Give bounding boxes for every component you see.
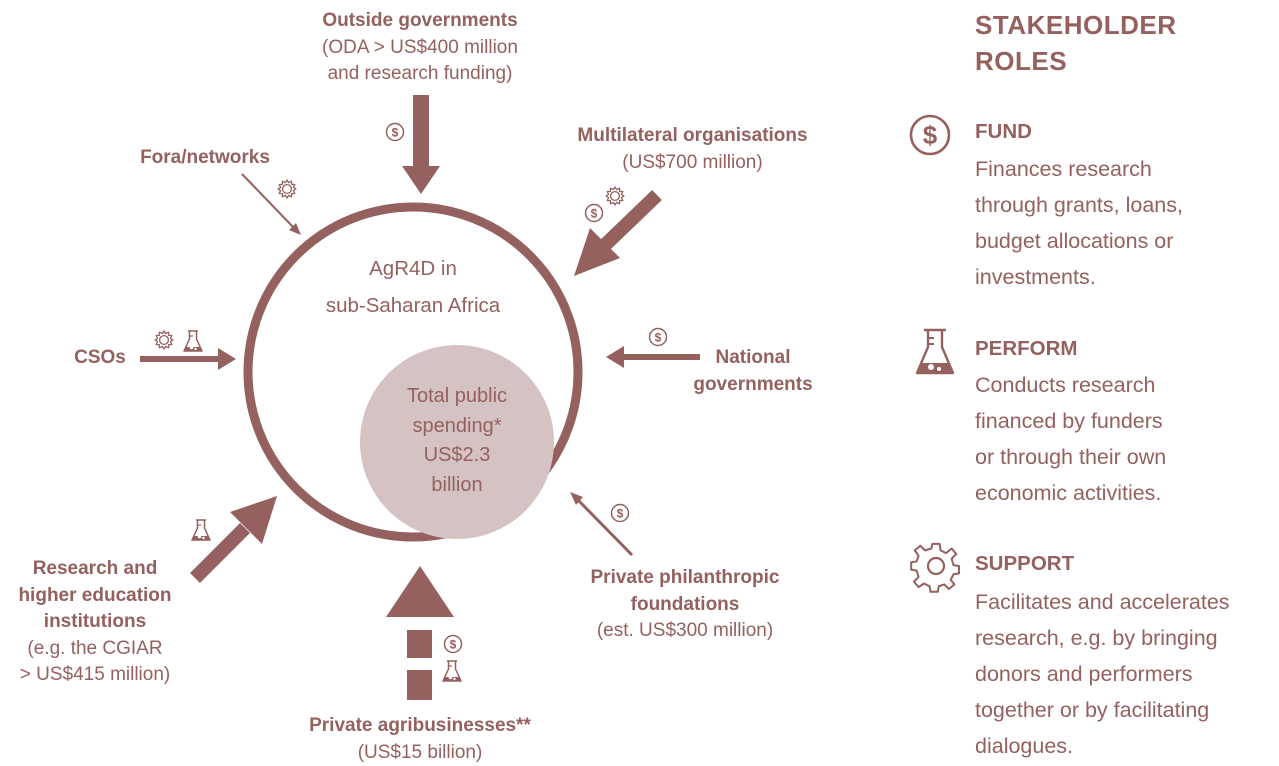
research-name2: higher education — [0, 583, 190, 610]
outside-governments-detail2: and research funding) — [280, 61, 560, 88]
legend-title: STAKEHOLDER ROLES — [975, 7, 1235, 79]
multilateral-name: Multilateral organisations — [555, 123, 830, 150]
role-fund-line3: budget allocations or — [975, 223, 1275, 259]
national-name1: National — [678, 345, 828, 372]
national-name2: governments — [678, 372, 828, 399]
role-perform-line2: financed by funders — [975, 403, 1275, 439]
research-detail2: > US$415 million) — [0, 662, 190, 689]
legend-title-line1: STAKEHOLDER — [975, 7, 1235, 43]
label-csos: CSOs — [60, 345, 140, 372]
role-fund-desc: Finances research through grants, loans,… — [975, 151, 1275, 295]
bubble-line1: Total public — [367, 382, 547, 412]
label-national: National governments — [678, 345, 828, 398]
philanthropic-name1: Private philanthropic — [560, 565, 810, 592]
philanthropic-detail1: (est. US$300 million) — [560, 618, 810, 645]
role-support-line5: dialogues. — [975, 728, 1275, 764]
role-support-line4: together or by facilitating — [975, 692, 1275, 728]
agribusiness-detail1: (US$15 billion) — [290, 740, 550, 766]
svg-text:$: $ — [923, 120, 938, 150]
outside-governments-name: Outside governments — [280, 8, 560, 35]
role-fund-name: FUND — [975, 120, 1032, 144]
role-support-desc: Facilitates and accelerates research, e.… — [975, 584, 1275, 764]
gear-icon — [278, 180, 296, 198]
public-spending-text: Total public spending* US$2.3 billion — [367, 382, 547, 500]
center-title-line1: AgR4D in — [283, 250, 543, 287]
research-detail1: (e.g. the CGIAR — [0, 636, 190, 663]
role-fund-line4: investments. — [975, 259, 1275, 295]
center-title-line2: sub-Saharan Africa — [283, 287, 543, 324]
bubble-line4: billion — [367, 471, 547, 501]
gear-icon — [606, 187, 624, 205]
flask-icon — [913, 327, 957, 377]
label-fora: Fora/networks — [115, 145, 295, 172]
csos-name: CSOs — [60, 345, 140, 372]
gear-icon — [155, 331, 173, 349]
bubble-line3: US$2.3 — [367, 441, 547, 471]
center-title: AgR4D in sub-Saharan Africa — [283, 250, 543, 324]
arrow-philanthropic — [570, 492, 632, 555]
outside-governments-detail1: (ODA > US$400 million — [280, 35, 560, 62]
flask-icon — [192, 520, 210, 540]
bubble-line2: spending* — [367, 412, 547, 442]
gear-icon — [908, 538, 964, 594]
role-support-line1: Facilitates and accelerates — [975, 584, 1275, 620]
role-fund-line2: through grants, loans, — [975, 187, 1275, 223]
dollar-icon — [586, 205, 603, 222]
arrow-outside-governments — [402, 95, 440, 194]
role-perform-line1: Conducts research — [975, 367, 1275, 403]
fora-name: Fora/networks — [115, 145, 295, 172]
role-support-name: SUPPORT — [975, 552, 1074, 576]
role-perform-line4: economic activities. — [975, 475, 1275, 511]
dollar-circle-icon: $ — [908, 113, 952, 157]
role-perform-name: PERFORM — [975, 337, 1078, 361]
flask-icon — [443, 661, 461, 681]
role-support-line3: donors and performers — [975, 656, 1275, 692]
role-perform-desc: Conducts research financed by funders or… — [975, 367, 1275, 511]
label-philanthropic: Private philanthropic foundations (est. … — [560, 565, 810, 645]
dollar-icon — [387, 124, 404, 141]
agribusiness-name: Private agribusinesses** — [290, 713, 550, 740]
label-multilateral: Multilateral organisations (US$700 milli… — [555, 123, 830, 176]
legend-title-line2: ROLES — [975, 43, 1235, 79]
arrow-multilateral — [574, 195, 657, 276]
role-support-line2: research, e.g. by bringing — [975, 620, 1275, 656]
flask-icon — [184, 331, 202, 351]
multilateral-detail1: (US$700 million) — [555, 150, 830, 177]
dollar-icon — [445, 636, 462, 653]
label-agribusiness: Private agribusinesses** (US$15 billion) — [290, 713, 550, 766]
role-perform-line3: or through their own — [975, 439, 1275, 475]
research-name3: institutions — [0, 609, 190, 636]
philanthropic-name2: foundations — [560, 592, 810, 619]
research-name1: Research and — [0, 556, 190, 583]
dollar-icon — [650, 329, 667, 346]
dollar-icon — [612, 505, 629, 522]
label-outside-governments: Outside governments (ODA > US$400 millio… — [280, 8, 560, 88]
role-fund-line1: Finances research — [975, 151, 1275, 187]
label-research: Research and higher education institutio… — [0, 556, 190, 689]
